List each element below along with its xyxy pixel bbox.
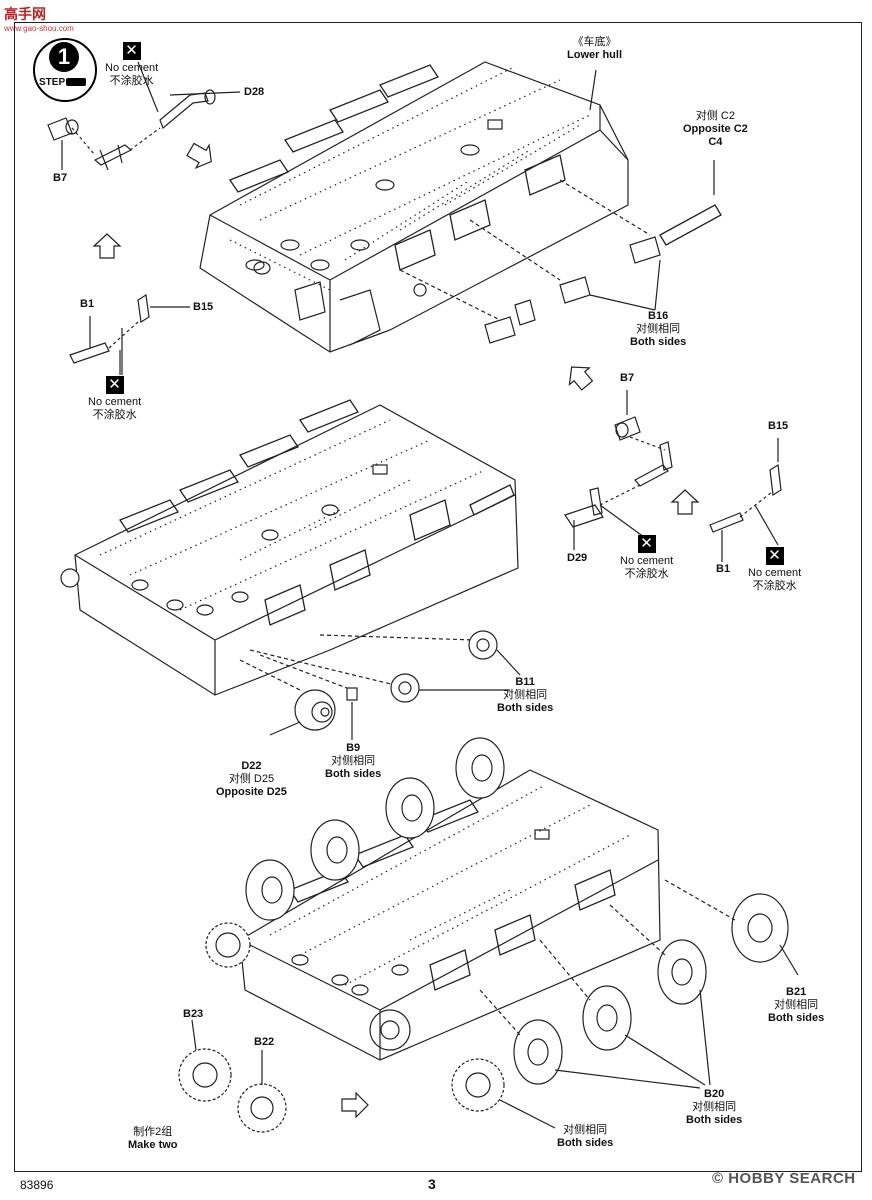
part-label-c4: C4: [708, 136, 723, 148]
b11-code: B11: [515, 676, 535, 688]
parts-top-left: [47, 61, 241, 375]
no-cement-text: No cement: [620, 555, 674, 567]
direction-arrow-icon: [186, 142, 212, 169]
both-sides-en: Both sides: [686, 1114, 743, 1126]
part-label-b15-mid: B15: [768, 420, 789, 432]
direction-arrow-icon: [341, 1091, 369, 1119]
no-cement-text-zh: 不涂胶水: [752, 580, 797, 592]
part-label-d29: D29: [567, 552, 588, 564]
no-cement-icon: ✕: [765, 547, 784, 565]
lower-hull-label: 《车底》 Lower hull: [567, 36, 622, 62]
opposite-c2-zh: 对侧 C2: [695, 110, 735, 122]
product-code: 83896: [20, 1178, 54, 1192]
opposite-c2-label: 对侧 C2 Opposite C2 C4: [683, 110, 748, 149]
part-label-b21: B21 对侧相同 Both sides: [768, 986, 824, 1025]
lower-hull-zh: 《车底》: [572, 36, 617, 48]
both-sides-en: Both sides: [768, 1012, 825, 1024]
make-two-label: 制作2组 Make two: [128, 1126, 178, 1152]
no-cement-note: ✕ No cement 不涂胶水: [88, 376, 141, 422]
b21-code: B21: [786, 986, 807, 998]
step-number-disc: 1: [49, 42, 79, 72]
no-cement-note: ✕ No cement 不涂胶水: [748, 547, 801, 593]
part-label-b7: B7: [53, 172, 68, 184]
part-label-b1: B1: [80, 298, 95, 310]
no-cement-text-zh: 不涂胶水: [624, 568, 669, 580]
direction-arrow-icon: [670, 489, 700, 515]
tank-icon: [66, 78, 86, 86]
both-sides-en: Both sides: [557, 1137, 614, 1149]
instruction-sheet: [14, 22, 862, 1172]
part-label-d28: D28: [244, 86, 265, 98]
part-label-b9: B9 对侧相同 Both sides: [325, 742, 381, 781]
d22-code: D22: [241, 760, 262, 772]
no-cement-icon: ✕: [637, 535, 656, 553]
part-label-b16: B16 对侧相同 Both sides: [630, 310, 686, 349]
both-sides-en: Both sides: [630, 336, 687, 348]
no-cement-icon: ✕: [122, 42, 141, 60]
step-badge: 1 STEP: [33, 38, 97, 102]
part-label-b20: B20 对侧相同 Both sides: [686, 1088, 742, 1127]
hobby-search-logo: © HOBBY SEARCH: [712, 1170, 856, 1187]
sprockets-b22-b23: [178, 1048, 287, 1133]
part-label-b22: B22: [254, 1036, 275, 1048]
both-sides-zh: 对侧相同: [563, 1124, 608, 1136]
page-number: 3: [428, 1176, 436, 1192]
b16-code: B16: [648, 310, 669, 322]
opposite-d25-zh: 对侧 D25: [228, 773, 275, 785]
watermark: 高手网 www.gao-shou.com: [4, 4, 74, 33]
watermark-title: 高手网: [4, 6, 46, 22]
lower-hull-en: Lower hull: [567, 49, 622, 61]
hull-top: [199, 61, 722, 353]
both-sides-sprocket-label: 对侧相同 Both sides: [557, 1124, 613, 1150]
make-two-en: Make two: [128, 1139, 178, 1151]
both-sides-en: Both sides: [497, 702, 554, 714]
both-sides-zh: 对侧相同: [692, 1101, 737, 1113]
no-cement-text: No cement: [748, 567, 802, 579]
step-label: STEP: [39, 77, 66, 88]
both-sides-zh: 对侧相同: [774, 999, 819, 1011]
part-label-d22: D22 对侧 D25 Opposite D25: [216, 760, 287, 799]
parts-middle-right: [119, 350, 782, 562]
part-label-b11: B11 对侧相同 Both sides: [497, 676, 553, 715]
hull-middle: [60, 399, 519, 696]
both-sides-zh: 对侧相同: [503, 689, 548, 701]
both-sides-en: Both sides: [325, 768, 382, 780]
no-cement-icon: ✕: [105, 376, 124, 394]
idler-wheels-b11: [294, 630, 498, 731]
no-cement-note: ✕ No cement 不涂胶水: [620, 535, 673, 581]
no-cement-text-zh: 不涂胶水: [109, 75, 154, 87]
both-sides-zh: 对侧相同: [636, 323, 681, 335]
b20-code: B20: [704, 1088, 725, 1100]
direction-arrow-icon: [568, 366, 594, 391]
direction-arrow-icon: [92, 233, 122, 259]
b9-code: B9: [346, 742, 361, 754]
road-wheels-b20-b21: [451, 893, 789, 1112]
make-two-zh: 制作2组: [133, 1126, 173, 1138]
no-cement-text: No cement: [105, 62, 159, 74]
both-sides-zh: 对侧相同: [331, 755, 376, 767]
part-label-b15: B15: [193, 301, 214, 313]
watermark-url: www.gao-shou.com: [4, 24, 74, 33]
opposite-c2-en: Opposite C2: [683, 123, 748, 135]
no-cement-text: No cement: [88, 396, 142, 408]
opposite-d25-en: Opposite D25: [216, 786, 287, 798]
road-wheels-far: [205, 737, 505, 968]
no-cement-note: ✕ No cement 不涂胶水: [105, 42, 158, 88]
part-label-b1-mid: B1: [716, 563, 731, 575]
part-label-b23: B23: [183, 1008, 204, 1020]
no-cement-text-zh: 不涂胶水: [92, 409, 137, 421]
part-label-b7-mid: B7: [620, 372, 635, 384]
